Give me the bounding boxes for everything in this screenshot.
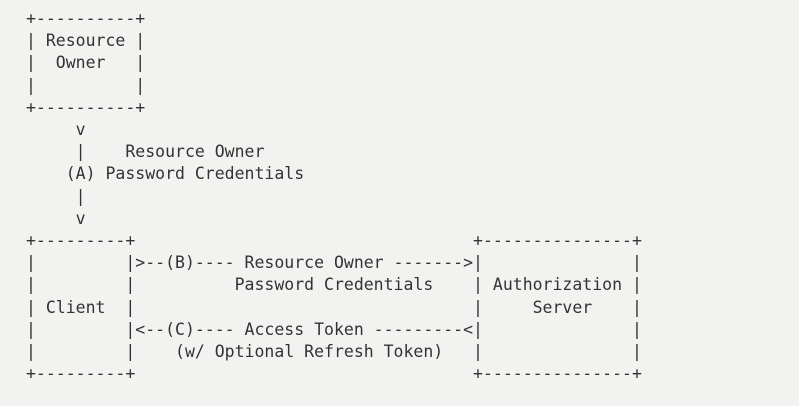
diagram-line-resource-owner-blank: | | — [26, 75, 146, 95]
diagram-line-client-auth-bottom-borders: +---------+ +---------------+ — [26, 364, 642, 384]
diagram-line-client-auth-top-borders: +---------+ +---------------+ — [26, 231, 642, 251]
diagram-line-arrow-a-head-bottom: v — [26, 208, 86, 228]
diagram-line-flow-c-label: | | (w/ Optional Refresh Token) | | — [26, 342, 642, 362]
diagram-line-client-label-and-auth-label-2: | Client | | Server | — [26, 297, 642, 317]
diagram-line-flow-b-label-and-auth-label-1: | | Password Credentials | Authorization… — [26, 275, 642, 295]
diagram-line-arrow-a-label-1: | Resource Owner — [26, 142, 265, 162]
diagram-line-resource-owner-bottom-border: +----------+ — [26, 97, 146, 117]
diagram-line-arrow-a-label-2: (A) Password Credentials — [26, 164, 305, 184]
diagram-line-arrow-a-shaft: | — [26, 186, 86, 206]
diagram-line-resource-owner-top-border: +----------+ — [26, 9, 146, 28]
diagram-line-arrow-a-head-top: v — [26, 120, 86, 140]
diagram-line-flow-b-arrow: | |>--(B)---- Resource Owner ------->| | — [26, 253, 642, 273]
diagram-line-resource-owner-label-1: | Resource | — [26, 31, 146, 51]
oauth-password-credentials-ascii-diagram: +----------+| Resource || Owner || |+---… — [26, 9, 642, 384]
diagram-line-flow-c-arrow: | |<--(C)---- Access Token ---------<| | — [26, 319, 642, 339]
diagram-line-resource-owner-label-2: | Owner | — [26, 53, 146, 73]
